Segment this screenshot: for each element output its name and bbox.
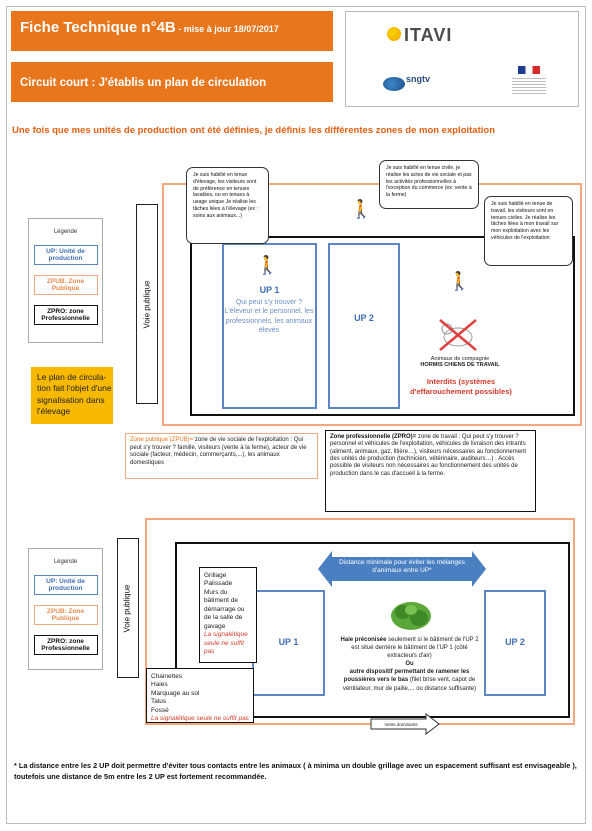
callout-tenue-elevage: Je suis habillé en tenue d'élevage, les … bbox=[186, 167, 269, 244]
callout-tenue-travail: Je suis habillé en tenue de travail, les… bbox=[484, 196, 573, 266]
interdits-text: Interdits (systèmes d'effarouchement pos… bbox=[410, 377, 512, 396]
distance-arrow-icon bbox=[318, 551, 486, 587]
haie-description: Haie préconisée seulement si le bâtiment… bbox=[340, 637, 479, 692]
person-walking-icon: 🚶 bbox=[448, 271, 471, 291]
marking-item: Marquage au sol bbox=[151, 689, 200, 697]
up2-label-1: UP 2 bbox=[354, 313, 374, 323]
barrier-item: Palissade bbox=[204, 580, 233, 588]
up1-box-1 bbox=[222, 243, 317, 409]
itavi-logo: ITAVI bbox=[404, 25, 453, 45]
ministry-logo-text bbox=[512, 78, 546, 94]
person-walking-icon: 🚶 bbox=[256, 255, 279, 275]
footnote: * La distance entre les 2 UP doit permet… bbox=[14, 761, 577, 782]
zone-publique-1 bbox=[162, 183, 582, 426]
voie-publique-label-2: Voie publique bbox=[122, 584, 132, 633]
signaletique-note: La signalétique seule ne suffit pas bbox=[151, 715, 249, 723]
vents-dominants-label: Vents dominants bbox=[384, 722, 418, 727]
animals-label: Animaux de compagnie HORMIS CHIENS DE TR… bbox=[420, 356, 500, 368]
legend-2: Légende UP: Unité de production ZPUB: Zo… bbox=[28, 548, 103, 670]
barrier-item: Grillage bbox=[204, 572, 227, 579]
marking-list-box: Chainettes Haies Marquage au sol Talus F… bbox=[146, 668, 254, 723]
sngtv-logo: sngtv bbox=[406, 74, 431, 84]
up1-label-1: UP 1 bbox=[259, 285, 280, 295]
marking-item: Haies bbox=[151, 681, 168, 689]
vents-dominants-arrow-icon bbox=[370, 713, 440, 735]
up1-description: Qui peut s'y trouver ? L'éleveur et le p… bbox=[224, 299, 314, 335]
legend-zpro: ZPRO: zone Professionnelle bbox=[33, 635, 98, 655]
legend-up: UP: Unité de production bbox=[33, 575, 98, 595]
callout-tenue-civile: Je suis habillé en tenue civile, je réal… bbox=[379, 160, 479, 209]
voie-publique-label-1: Voie publique bbox=[142, 280, 152, 329]
signaletique-note: La signalétique seule ne suffit pas bbox=[204, 631, 248, 655]
voie-publique-1 bbox=[136, 204, 158, 404]
legend-title: Légende bbox=[53, 229, 78, 235]
up2-box-1 bbox=[328, 243, 400, 409]
legend-title: Légende bbox=[53, 559, 78, 565]
update-date: - mise à jour 18/07/2017 bbox=[175, 24, 279, 34]
republique-francaise-flag-icon bbox=[518, 66, 540, 74]
signalisation-text: Le plan de circula-tion fait l'objet d'u… bbox=[37, 372, 112, 417]
barrier-item: Murs du bâtiment de démarrage ou de la s… bbox=[204, 588, 245, 630]
legend-zpub: ZPUB: Zone Publique bbox=[33, 605, 98, 625]
barrier-list-box: Grillage Palissade Murs du bâtiment de d… bbox=[199, 567, 257, 663]
distance-minimale-label: Distance minimale pour éviter les mélang… bbox=[339, 559, 465, 575]
legend-zpro: ZPRO: zone Professionnelle bbox=[33, 305, 98, 325]
zone-professionnelle-2 bbox=[175, 542, 570, 718]
page-subtitle: Circuit court : J'établis un plan de cir… bbox=[20, 77, 267, 89]
sngtv-globe-icon bbox=[383, 77, 405, 91]
marking-item: Chainettes bbox=[151, 673, 183, 680]
up2-box-2 bbox=[484, 590, 546, 696]
subtitle-bar bbox=[11, 62, 333, 102]
legend-1: Légende UP: Unité de production ZPUB: Zo… bbox=[28, 218, 103, 343]
intro-text: Une fois que mes unités de production on… bbox=[12, 125, 495, 136]
zone-professionnelle-1 bbox=[190, 236, 575, 416]
zone-publique-2 bbox=[145, 518, 575, 725]
up2-label-2: UP 2 bbox=[505, 637, 525, 647]
zpro-definition: Zone professionnelle (ZPRO)= zone de tra… bbox=[325, 430, 536, 512]
title-bar bbox=[11, 11, 333, 51]
marking-item: Fossé bbox=[151, 706, 169, 714]
legend-up: UP: Unité de production bbox=[33, 245, 98, 265]
itavi-sun-icon bbox=[387, 27, 401, 41]
legend-zpub: ZPUB: Zone Publique bbox=[33, 275, 98, 295]
crossed-pets-icon bbox=[439, 319, 477, 351]
hedge-icon bbox=[391, 602, 431, 630]
person-walking-icon: 🚶 bbox=[350, 199, 373, 219]
zpub-definition: Zone publique (ZPUB)= zone de vie social… bbox=[125, 433, 318, 479]
signalisation-box bbox=[31, 367, 113, 424]
voie-publique-2 bbox=[117, 538, 139, 678]
page-title: Fiche Technique n°4B - mise à jour 18/07… bbox=[20, 19, 279, 36]
up1-label-2: UP 1 bbox=[278, 637, 299, 647]
marking-item: Talus bbox=[151, 698, 167, 706]
